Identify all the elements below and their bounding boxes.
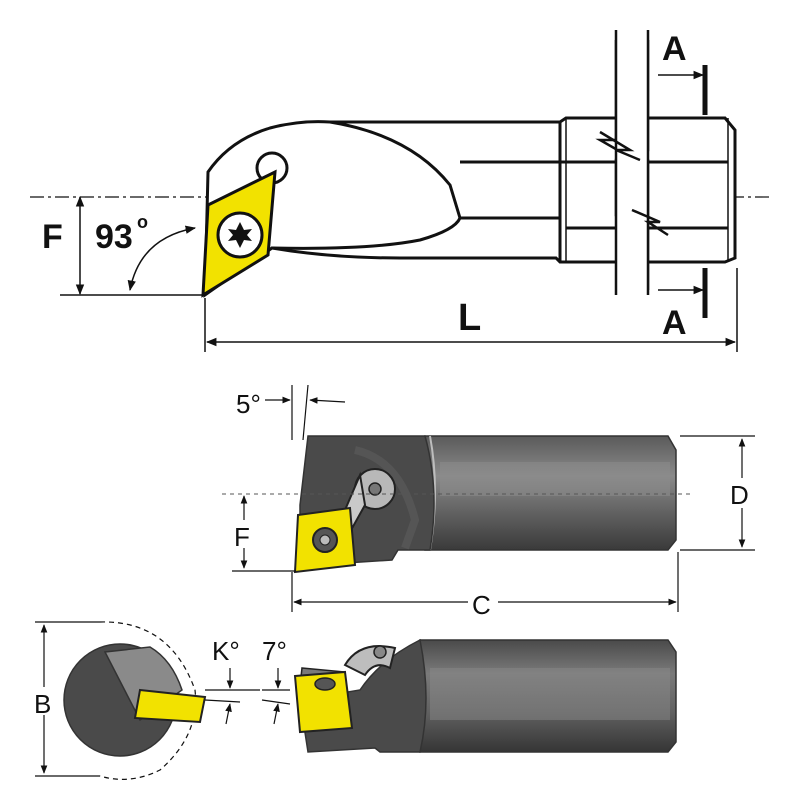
angle-arc-93 (127, 225, 197, 292)
angle-93-label: 93 (95, 218, 133, 256)
end-view: B K° (32, 621, 260, 780)
dim-C: C (472, 590, 491, 620)
angle-K-label: K° (212, 636, 240, 666)
dim-L: L (458, 297, 481, 339)
dim-B: B (34, 689, 51, 719)
dim-F-top: F (42, 218, 63, 256)
end-view-insert (133, 688, 207, 724)
angle-7-label: 7° (262, 636, 287, 666)
bottom-insert (293, 670, 354, 734)
bottom-side-view: 7° (261, 636, 677, 753)
angle-5-label: 5° (236, 389, 261, 419)
dim-F-middle: F (234, 522, 250, 552)
section-A-top: A (662, 30, 687, 68)
dim-D: D (730, 480, 749, 510)
boring-bar-body (203, 116, 737, 298)
section-A-bottom: A (662, 304, 687, 342)
angle-93-degree: o (137, 212, 148, 232)
torx-icon (228, 222, 252, 248)
middle-view: 5° F D C (222, 384, 758, 620)
top-view: F 93 o L A A (30, 30, 770, 352)
